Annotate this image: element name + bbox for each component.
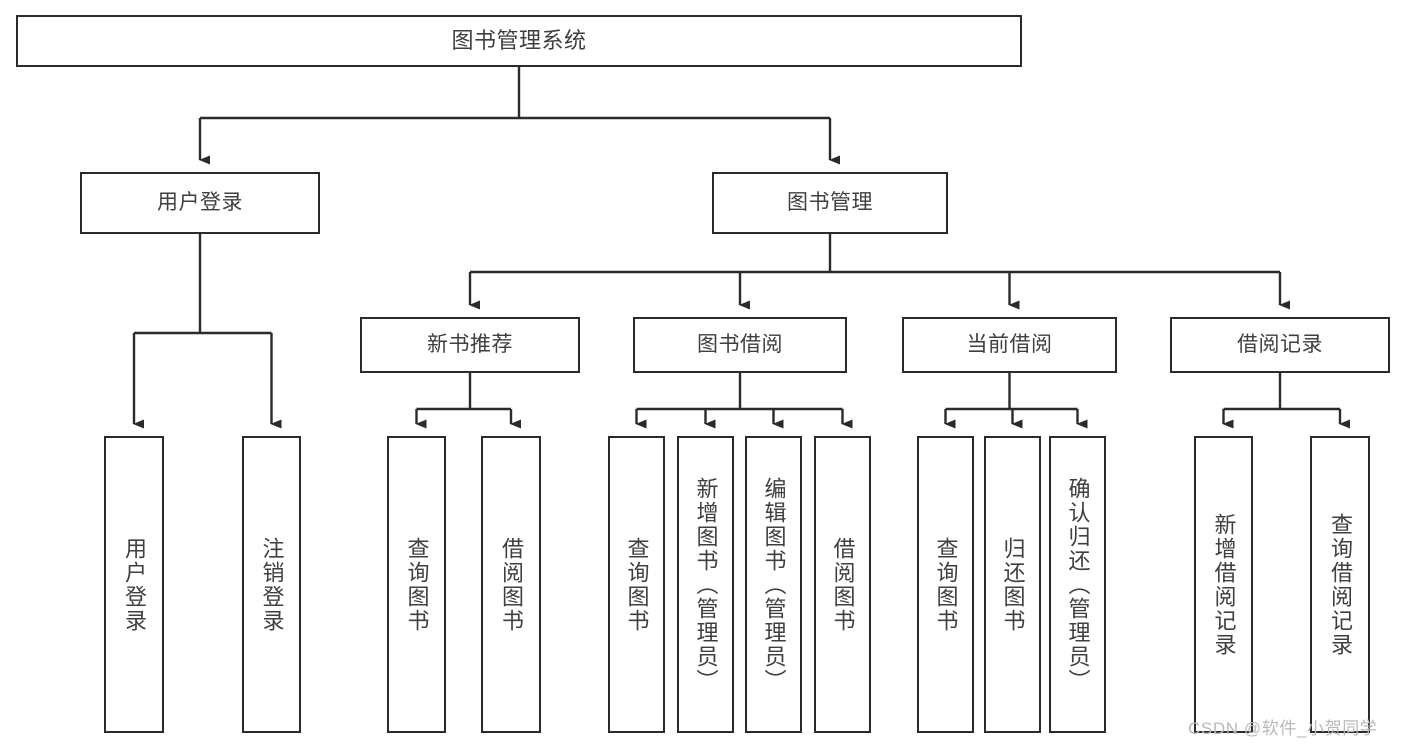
node-label: 用户登录	[157, 191, 243, 215]
node-label: 查询图书	[933, 536, 959, 633]
node-label: 查询图书	[404, 536, 430, 633]
node-label: 借阅图书	[830, 536, 856, 633]
csdn-watermark: CSDN @软件_小贺同学	[1188, 719, 1378, 738]
node-label: 图书管理	[787, 191, 873, 215]
node-label: 确认归还（管理员）	[1065, 476, 1091, 693]
node-new-book-recommend[interactable]: 新书推荐	[360, 317, 580, 373]
node-book-manage[interactable]: 图书管理	[712, 172, 948, 234]
node-label: 编辑图书（管理员）	[761, 476, 787, 693]
node-label: 新增借阅记录	[1211, 512, 1237, 657]
node-leaf-query-book-2[interactable]: 查询图书	[608, 436, 665, 733]
node-leaf-confirm-return[interactable]: 确认归还（管理员）	[1049, 436, 1106, 733]
node-label: 用户登录	[121, 536, 147, 633]
node-leaf-add-record[interactable]: 新增借阅记录	[1194, 436, 1253, 733]
node-root[interactable]: 图书管理系统	[16, 15, 1022, 67]
node-label: 新书推荐	[427, 333, 513, 357]
node-leaf-return-book[interactable]: 归还图书	[984, 436, 1041, 733]
node-leaf-user-login[interactable]: 用户登录	[104, 436, 164, 733]
node-book-borrow[interactable]: 图书借阅	[633, 317, 847, 373]
node-leaf-borrow-book-2[interactable]: 借阅图书	[814, 436, 871, 733]
node-label: 图书管理系统	[451, 27, 587, 53]
node-label: 借阅记录	[1237, 333, 1323, 357]
node-leaf-borrow-book-1[interactable]: 借阅图书	[481, 436, 541, 733]
node-leaf-edit-book[interactable]: 编辑图书（管理员）	[745, 436, 802, 733]
node-label: 借阅图书	[498, 536, 524, 633]
node-user-login[interactable]: 用户登录	[80, 172, 320, 234]
node-label: 当前借阅	[966, 333, 1053, 357]
node-label: 图书借阅	[697, 333, 783, 357]
node-leaf-logout[interactable]: 注销登录	[242, 436, 301, 733]
node-borrow-record[interactable]: 借阅记录	[1170, 317, 1390, 373]
node-leaf-query-book-1[interactable]: 查询图书	[387, 436, 446, 733]
node-leaf-query-record[interactable]: 查询借阅记录	[1310, 436, 1370, 733]
node-label: 查询图书	[624, 536, 650, 633]
node-leaf-add-book[interactable]: 新增图书（管理员）	[677, 436, 734, 733]
node-label: 注销登录	[259, 536, 285, 633]
node-current-borrow[interactable]: 当前借阅	[902, 317, 1117, 373]
node-label: 新增图书（管理员）	[693, 476, 719, 693]
node-label: 查询借阅记录	[1327, 512, 1353, 657]
node-leaf-query-book-3[interactable]: 查询图书	[917, 436, 974, 733]
node-label: 归还图书	[1000, 536, 1026, 633]
